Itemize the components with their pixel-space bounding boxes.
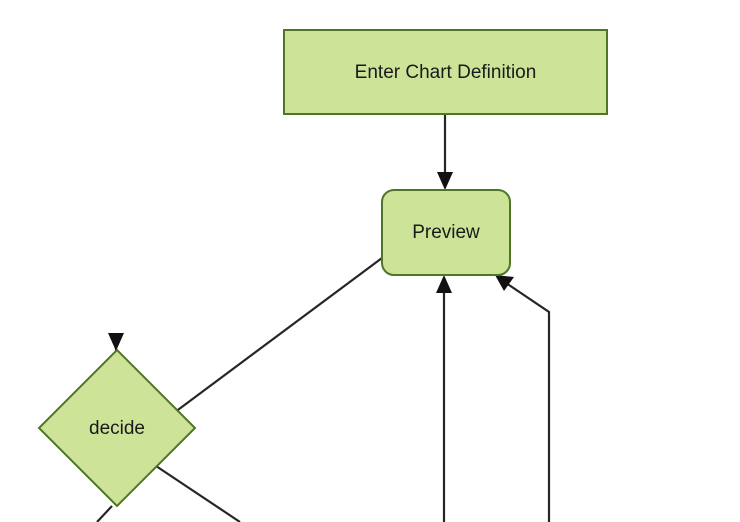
node-diamond[interactable] [37, 348, 197, 508]
node-enter-chart-definition[interactable]: Enter Chart Definition [283, 29, 608, 115]
edge-enter-to-preview [437, 113, 453, 190]
node-label-enter-chart-definition: Enter Chart Definition [355, 62, 537, 83]
node-label-decide: decide [89, 418, 145, 439]
edge-bottom-center-to-preview [436, 275, 452, 522]
node-rect[interactable] [283, 29, 608, 115]
arrowhead-icon [436, 275, 452, 293]
edge-bottom-right-to-preview [495, 275, 551, 522]
node-decide[interactable]: decide [37, 348, 197, 508]
arrowhead-icon [495, 275, 514, 291]
arrowhead-icon [108, 333, 124, 351]
node-label-preview: Preview [412, 222, 480, 243]
arrowhead-icon [437, 172, 453, 190]
edge-decide-right-out [155, 465, 241, 522]
edge-line [155, 465, 241, 522]
node-rounded-rect[interactable] [381, 189, 511, 276]
edge-decide-bottom-out [96, 505, 113, 522]
edge-line [96, 505, 113, 522]
node-preview[interactable]: Preview [381, 189, 511, 276]
edge-line [505, 282, 551, 522]
